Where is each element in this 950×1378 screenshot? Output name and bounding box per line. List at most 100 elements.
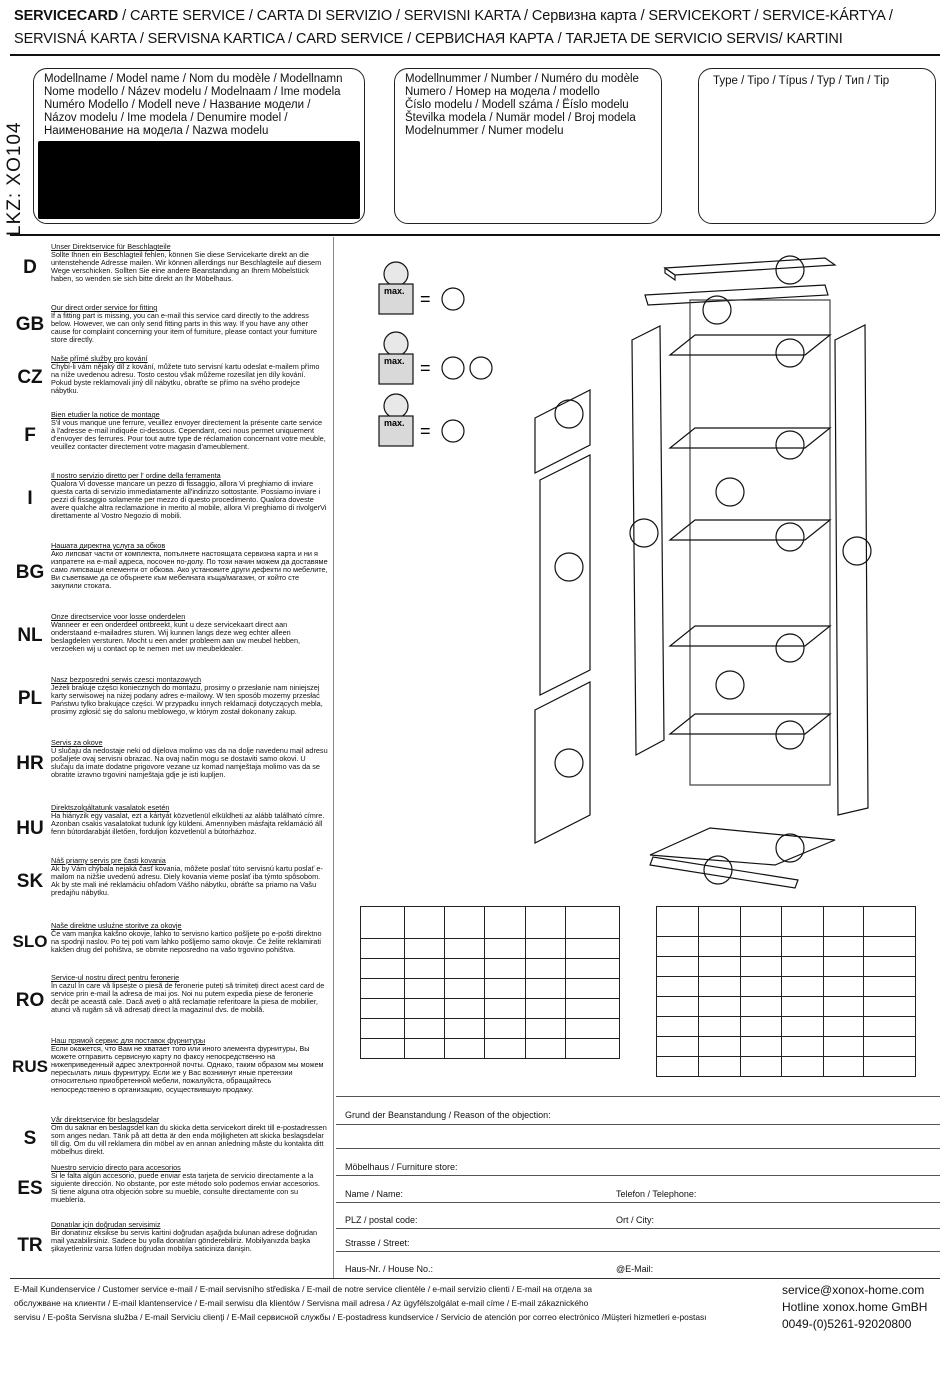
table-cell[interactable] [823, 1056, 865, 1077]
table-cell[interactable] [863, 1016, 916, 1037]
table-cell[interactable] [565, 906, 620, 939]
table-cell[interactable] [483, 906, 527, 939]
table-cell[interactable] [697, 996, 741, 1017]
table-cell[interactable] [360, 978, 405, 999]
table-cell[interactable] [443, 978, 485, 999]
table-cell[interactable] [656, 976, 699, 997]
table-cell[interactable] [697, 1016, 741, 1037]
table-cell[interactable] [656, 1056, 699, 1077]
table-cell[interactable] [739, 936, 783, 957]
reason-line-2[interactable] [336, 1148, 940, 1149]
table-cell[interactable] [360, 1038, 405, 1059]
type-box[interactable]: Type / Tipo / Típus / Typ / Тип / Tip [698, 68, 936, 224]
table-cell[interactable] [565, 1018, 620, 1039]
table-cell[interactable] [823, 996, 865, 1017]
table-cell[interactable] [697, 976, 741, 997]
table-cell[interactable] [781, 936, 825, 957]
table-cell[interactable] [483, 998, 527, 1019]
table-cell[interactable] [697, 956, 741, 977]
table-cell[interactable] [525, 998, 567, 1019]
table-cell[interactable] [443, 906, 485, 939]
table-cell[interactable] [656, 936, 699, 957]
table-cell[interactable] [443, 958, 485, 979]
table-cell[interactable] [823, 976, 865, 997]
table-cell[interactable] [403, 1038, 445, 1059]
table-cell[interactable] [863, 906, 916, 937]
table-cell[interactable] [781, 1016, 825, 1037]
table-cell[interactable] [525, 938, 567, 959]
table-cell[interactable] [403, 958, 445, 979]
table-cell[interactable] [483, 1018, 527, 1039]
table-cell[interactable] [443, 1018, 485, 1039]
table-cell[interactable] [483, 1038, 527, 1059]
table-cell[interactable] [823, 1016, 865, 1037]
table-cell[interactable] [565, 938, 620, 959]
table-cell[interactable] [781, 906, 825, 937]
model-name-box[interactable]: Modellname / Model name / Nom du modèle … [33, 68, 365, 224]
parts-table-left[interactable] [360, 906, 620, 1059]
table-cell[interactable] [863, 976, 916, 997]
model-number-box[interactable]: Modellnummer / Number / Numéro du modèle… [394, 68, 662, 224]
table-cell[interactable] [739, 956, 783, 977]
table-cell[interactable] [781, 976, 825, 997]
table-cell[interactable] [863, 936, 916, 957]
table-cell[interactable] [443, 1038, 485, 1059]
table-cell[interactable] [565, 958, 620, 979]
table-cell[interactable] [739, 976, 783, 997]
table-cell[interactable] [697, 1056, 741, 1077]
zip-line[interactable] [336, 1228, 940, 1229]
table-cell[interactable] [656, 1016, 699, 1037]
table-cell[interactable] [360, 906, 405, 939]
table-cell[interactable] [823, 906, 865, 937]
table-cell[interactable] [823, 936, 865, 957]
table-cell[interactable] [443, 938, 485, 959]
table-cell[interactable] [525, 1018, 567, 1039]
table-cell[interactable] [403, 998, 445, 1019]
table-cell[interactable] [781, 1036, 825, 1057]
table-cell[interactable] [403, 938, 445, 959]
table-cell[interactable] [863, 956, 916, 977]
table-cell[interactable] [403, 1018, 445, 1039]
table-cell[interactable] [863, 996, 916, 1017]
street-line[interactable] [336, 1251, 940, 1252]
table-cell[interactable] [360, 938, 405, 959]
table-cell[interactable] [739, 996, 783, 1017]
parts-table-right[interactable] [656, 906, 916, 1077]
reason-line-1[interactable] [336, 1124, 940, 1125]
table-cell[interactable] [525, 1038, 567, 1059]
table-cell[interactable] [565, 998, 620, 1019]
table-cell[interactable] [403, 978, 445, 999]
table-cell[interactable] [525, 958, 567, 979]
table-cell[interactable] [360, 998, 405, 1019]
table-cell[interactable] [697, 1036, 741, 1057]
table-cell[interactable] [697, 906, 741, 937]
table-cell[interactable] [739, 1056, 783, 1077]
table-cell[interactable] [823, 956, 865, 977]
table-cell[interactable] [739, 1036, 783, 1057]
table-cell[interactable] [656, 956, 699, 977]
table-cell[interactable] [525, 906, 567, 939]
table-cell[interactable] [565, 978, 620, 999]
table-cell[interactable] [360, 1018, 405, 1039]
store-line[interactable] [336, 1175, 940, 1176]
table-cell[interactable] [656, 996, 699, 1017]
table-cell[interactable] [483, 958, 527, 979]
table-cell[interactable] [781, 1056, 825, 1077]
table-cell[interactable] [739, 906, 783, 937]
table-cell[interactable] [443, 998, 485, 1019]
contact-phone[interactable]: 0049-(0)5261-92020800 [782, 1317, 912, 1331]
table-cell[interactable] [483, 978, 527, 999]
table-cell[interactable] [863, 1056, 916, 1077]
table-cell[interactable] [525, 978, 567, 999]
table-cell[interactable] [565, 1038, 620, 1059]
table-cell[interactable] [697, 936, 741, 957]
table-cell[interactable] [483, 938, 527, 959]
table-cell[interactable] [823, 1036, 865, 1057]
table-cell[interactable] [403, 906, 445, 939]
table-cell[interactable] [360, 958, 405, 979]
table-cell[interactable] [863, 1036, 916, 1057]
table-cell[interactable] [781, 956, 825, 977]
contact-email[interactable]: service@xonox-home.com [782, 1283, 925, 1297]
name-line[interactable] [336, 1202, 940, 1203]
table-cell[interactable] [739, 1016, 783, 1037]
